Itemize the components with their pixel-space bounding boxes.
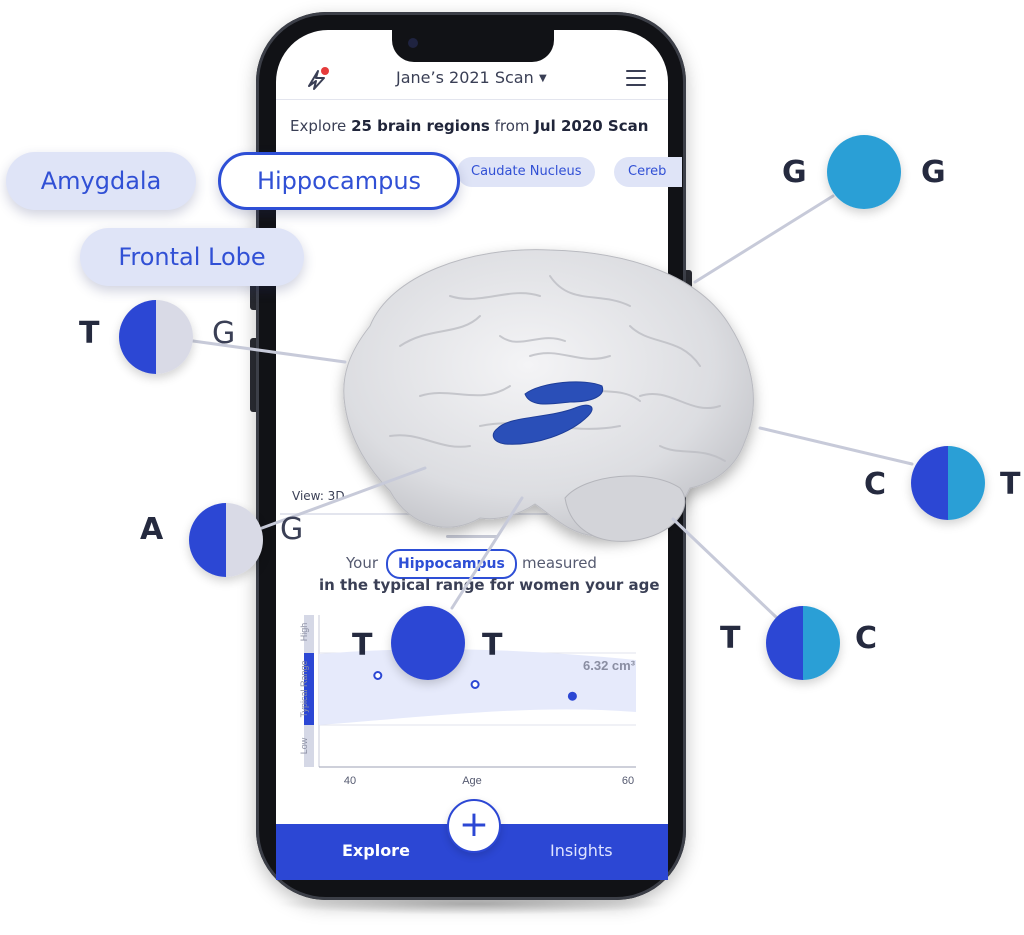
past-scan-point[interactable] [373,671,383,680]
allele-left-letter: T [720,621,741,656]
region-count: 25 brain regions [351,117,490,135]
x-axis-label: Age [462,775,482,787]
allele-left-half [911,446,948,520]
allele-left-letter: T [352,628,373,663]
annotation-value: 6.32 cm³ [583,658,636,673]
allele-right-half [428,606,465,680]
chevron-down-icon[interactable]: ▼ [539,73,547,84]
allele-left-letter: A [140,512,164,547]
hippocampus-highlight-upper [524,381,604,405]
connector-tc [671,517,778,619]
genotype-tg-marker[interactable] [119,300,193,374]
allele-right-letter: C [855,621,878,656]
region-chip-cerebellum[interactable]: Cereb [614,157,682,187]
allele-right-half [864,135,901,209]
result-range-text: in the typical range for women your age [319,576,660,594]
tab-insights[interactable]: Insights [550,841,613,860]
allele-left-half [766,606,803,680]
connector-gg [693,194,835,284]
result-your: Your [346,554,379,572]
y-band-label-low: Low [299,737,309,754]
allele-right-letter: G [212,316,236,351]
hippocampus-highlight-lower [492,404,593,445]
region-chip-caudate-nucleus[interactable]: Caudate Nucleus [457,157,596,187]
x-tick-60: 60 [622,775,634,787]
phone-volume-button [250,262,256,310]
low-band-bar [304,725,314,767]
allele-left-letter: C [864,467,887,502]
sheet-grabber-handle[interactable] [446,535,498,538]
allele-right-letter: G [280,512,304,547]
allele-right-half [948,446,985,520]
genotype-tc-marker[interactable] [766,606,840,680]
allele-right-half [156,300,193,374]
allele-right-letter: T [1000,467,1021,502]
app-logo-icon[interactable] [304,66,330,92]
allele-left-half [391,606,428,680]
tab-explore[interactable]: Explore [342,841,410,860]
allele-left-letter: T [79,316,100,351]
scan-name: Jul 2020 Scan [534,117,649,135]
past-scan-point[interactable] [470,680,480,689]
y-band-label-typical: Typical Range [299,660,309,717]
explore-prefix: Explore [290,117,347,135]
x-tick-40: 40 [344,775,356,787]
y-band-label-high: High [299,623,309,642]
current-scan-point[interactable] [567,691,577,701]
plus-icon: + [458,804,490,845]
camera-icon [408,38,418,48]
allele-right-half [803,606,840,680]
result-measured: measured [522,554,597,572]
add-button[interactable]: + [447,799,501,853]
genotype-ct-marker[interactable] [911,446,985,520]
allele-left-half [189,503,226,577]
phone-notch [392,30,554,62]
region-chip-amygdala[interactable]: Amygdala [6,152,196,210]
allele-left-half [119,300,156,374]
header-divider [276,99,668,100]
genotype-ag-marker[interactable] [189,503,263,577]
allele-right-half [226,503,263,577]
scan-selector[interactable]: Jane’s 2021 Scan [396,68,534,87]
connector-ct [758,426,914,466]
genotype-tt-marker[interactable] [391,606,465,680]
phone-volume-button-2 [250,338,256,412]
typical-band-bar [304,653,314,725]
view-mode-label[interactable]: View: 3D [292,489,345,503]
connector-ag [260,466,427,530]
genotype-gg-marker[interactable] [827,135,901,209]
region-chip-hippocampus[interactable]: Hippocampus [218,152,460,210]
allele-right-letter: G [921,155,946,190]
allele-left-letter: G [782,155,807,190]
allele-right-letter: T [482,628,503,663]
connector-tt [450,496,524,610]
explore-connector: from [494,117,530,135]
brain-cerebellum [564,475,686,542]
explore-summary: Explore 25 brain regions from Jul 2020 S… [290,117,648,135]
region-chip-frontal-lobe[interactable]: Frontal Lobe [80,228,304,286]
high-band-bar [304,615,314,653]
menu-icon[interactable] [626,70,646,86]
allele-left-half [827,135,864,209]
connector-tg [191,339,347,364]
